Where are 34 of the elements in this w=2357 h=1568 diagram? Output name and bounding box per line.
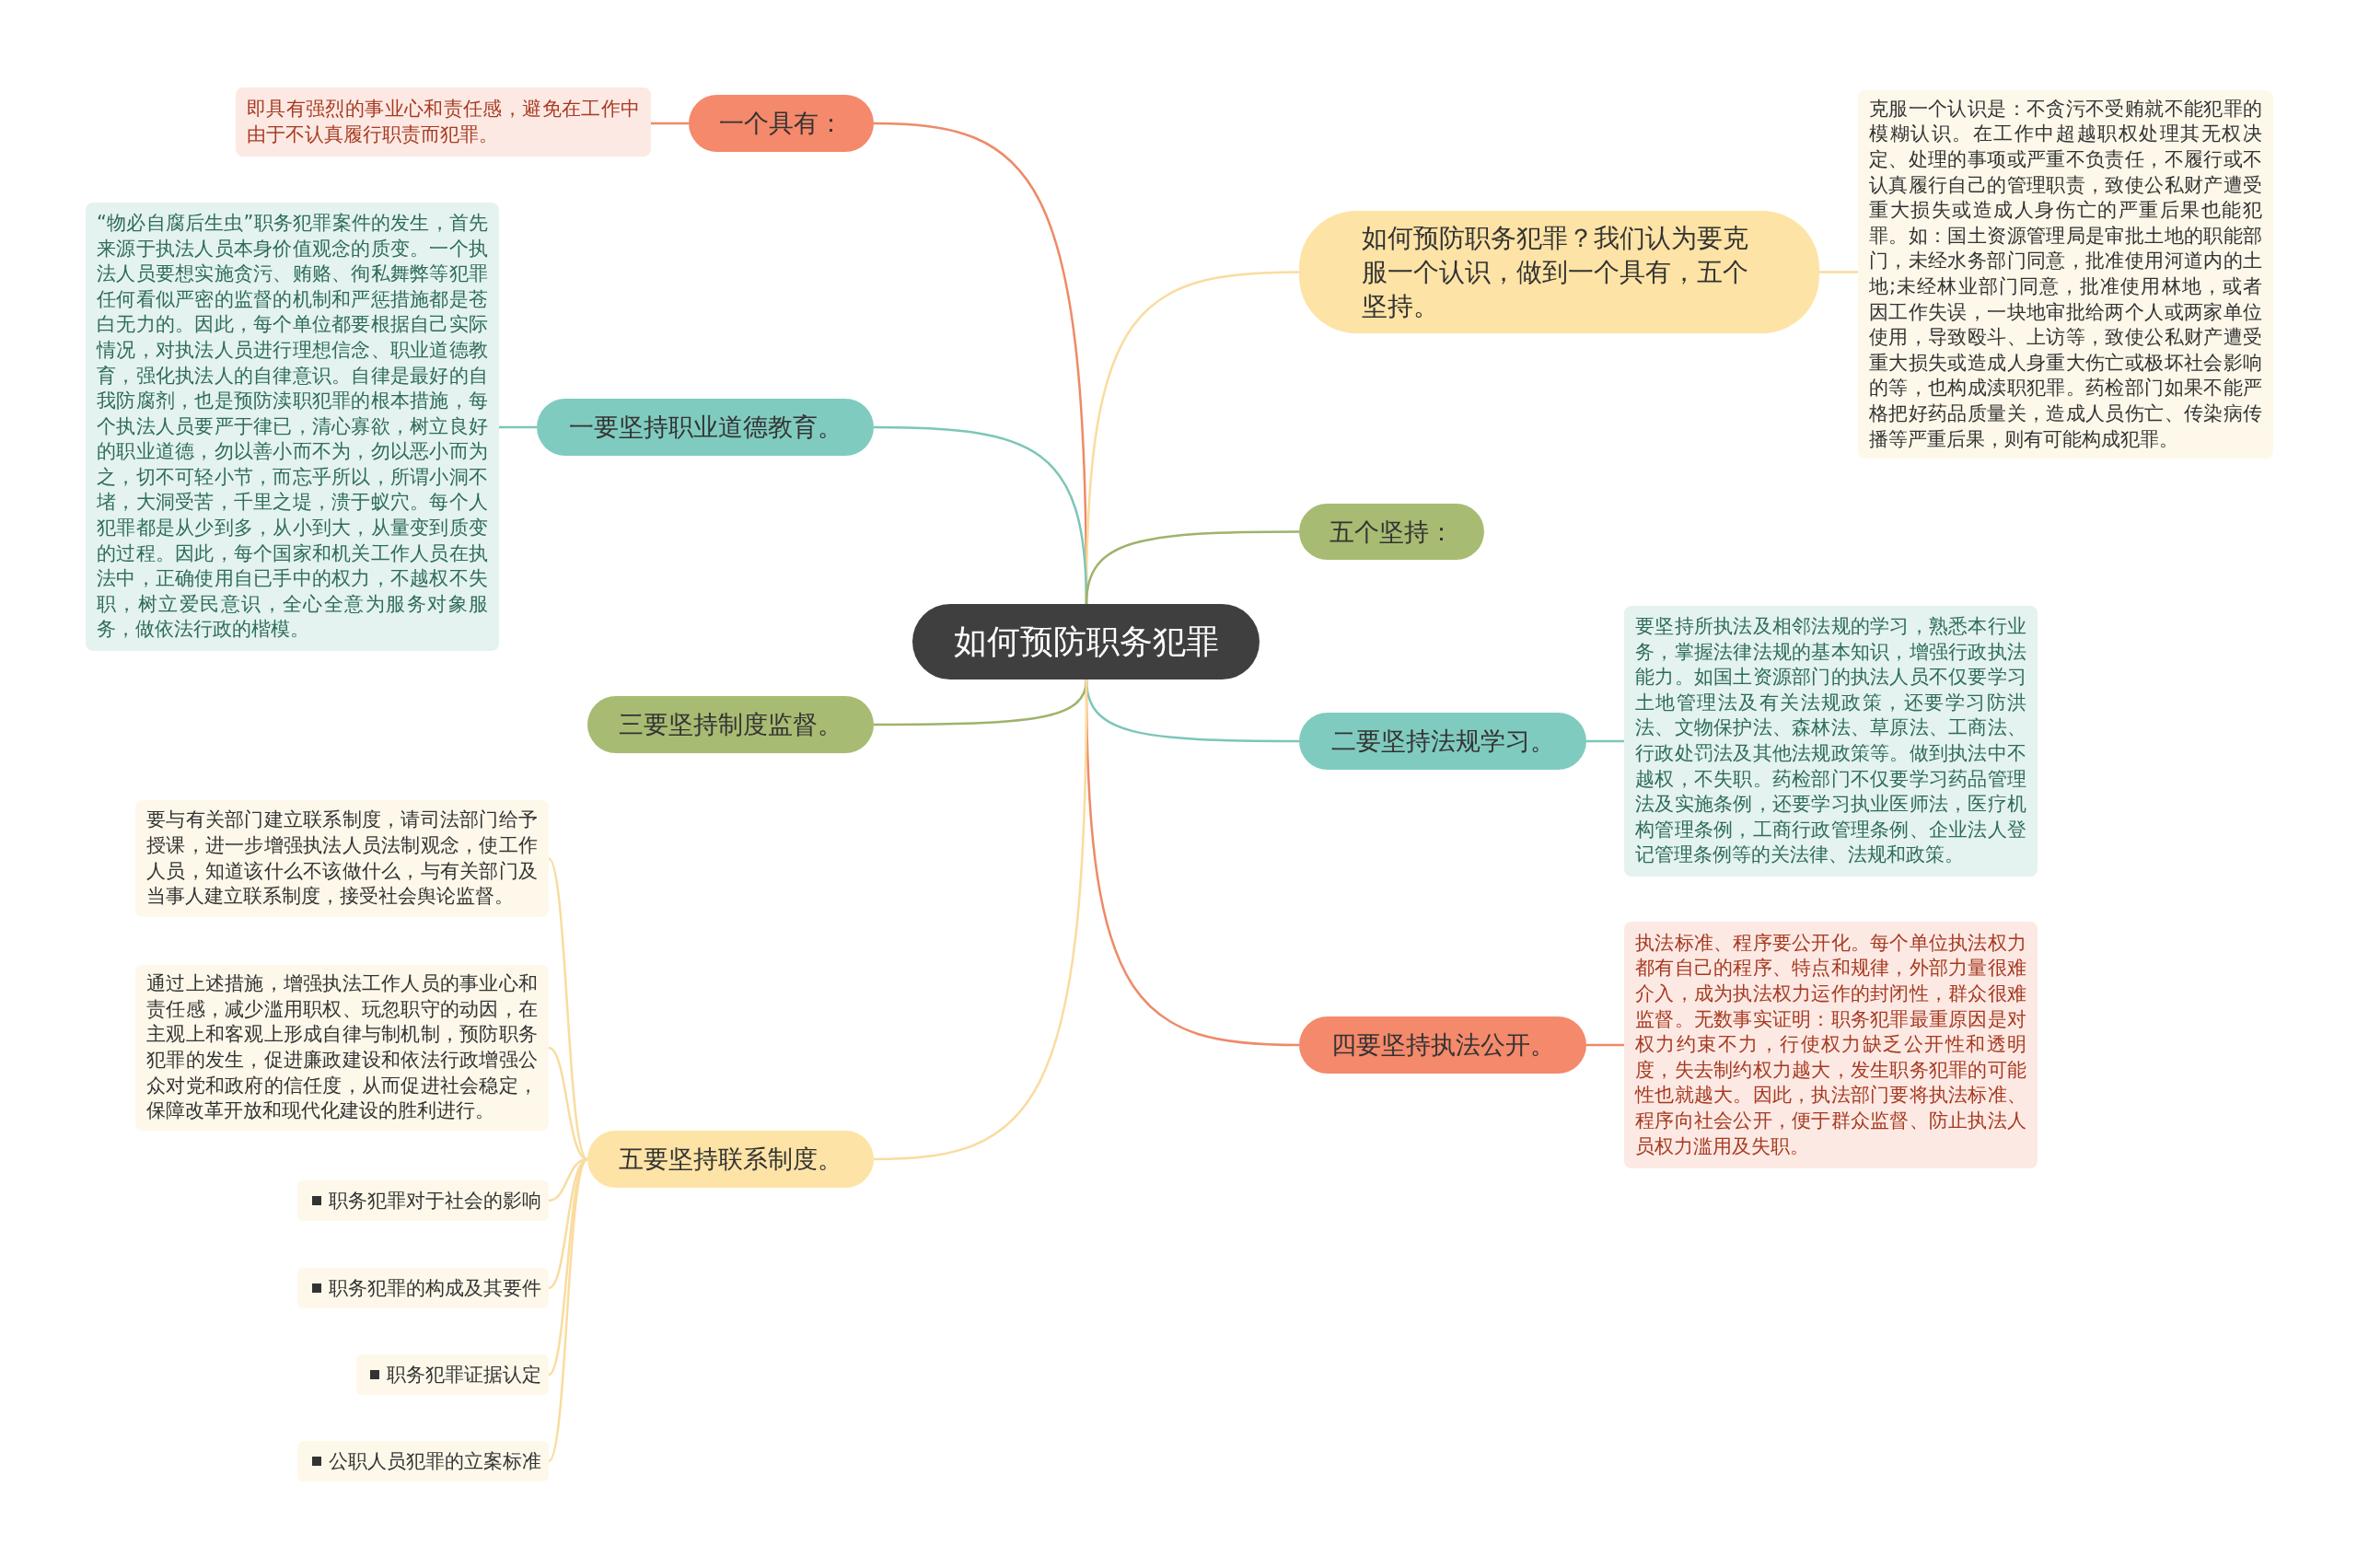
list-item-box	[297, 1441, 549, 1481]
topic-box: 一要坚持职业道德教育。	[537, 399, 874, 456]
topic-box: 一个具有：	[689, 95, 874, 152]
connector-line	[874, 679, 1088, 726]
connector-line	[499, 425, 537, 429]
central-topic: 如何预防职务犯罪	[912, 604, 1260, 679]
connector-line	[1586, 1043, 1624, 1047]
note-box: 克服一个认识是：不贪污不受贿就不能犯罪的模糊认识。在工作中超越职权处理其无权决定、处理的事项或严重不负责任，不履行或不认真履行自己的管理职责，致使公私财产遭受重大损失或造成人身伤亡的严重后果也能犯罪。如：国土资源管理局是审批土地的职能部门，未经水务部门同意，批准使用河道内的土地;未经林业部门同意，批准使用林地，或者因工作失误，一块地审批给两个人或两家单位使用，导致殴斗、上访等，致使公私财产遭受重大损失或造成人身重大伤亡或极坏社会影响的等，也构成渎职犯罪。药检部门如果不能严格把好药品质量关，造成人员伤亡、传染病传播等严重后果，则有可能构成犯罪。	[1858, 90, 2273, 459]
note-box: 执法标准、程序要公开化。每个单位执法权力都有自己的程序、特点和规律，外部力量很难介入，成为执法权力运作的封闭性，群众很难监督。无数事实证明：职务犯罪最重原因是对权力约束不力，行使权力缺乏公开性和透明度，失去制约权力越大，发生职务犯罪的可能性也就越大。因此，执法部门要将执法标准、程序向社会公开，便于群众监督、防止执法人员权力滥用及失职。	[1624, 922, 2038, 1168]
list-item-text: 职务犯罪的构成及其要件	[329, 1276, 541, 1301]
list-item-box	[356, 1354, 549, 1395]
list-item-text: 职务犯罪证据认定	[387, 1363, 541, 1388]
note-box: 要坚持所执法及相邻法规的学习，熟悉本行业务，掌握法律法规的基本知识，增强行政执法能力。如国土资源部门的执法人员不仅要学习土地管理法及有关法规政策，还要学习防洪法、文物保护法、森林法、草原法、工商法、行政处罚法及其他法规政策等。做到执法中不越权，不失职。药检部门不仅要学习药品管理法及实施条例，还要学习执业医师法，医疗机构管理条例，工商行政管理条例、企业法人登记管理条例等的关法律、法规和政策。	[1624, 606, 2038, 877]
list-item-box	[297, 1180, 549, 1221]
connector-line	[873, 679, 1088, 1161]
connector-line	[1085, 530, 1299, 605]
note-box: 即具有强烈的事业心和责任感，避免在工作中由于不认真履行职责而犯罪。	[236, 87, 651, 157]
list-item-text: 职务犯罪对于社会的影响	[329, 1189, 541, 1214]
list-item-text: 公职人员犯罪的立案标准	[329, 1449, 541, 1474]
note-box: 要与有关部门建立联系制度，请司法部门给予授课，进一步增强执法人员法制观念，使工作人员，知道该什么不该做什么，与有关部门及当事人建立联系制度，接受社会舆论监督。	[135, 800, 549, 917]
topic-box: 五个坚持：	[1299, 504, 1484, 560]
list-item-box	[297, 1268, 549, 1308]
topic-box: 如何预防职务犯罪？我们认为要克服一个认识，做到一个具有，五个坚持。	[1299, 211, 1819, 333]
connector-line	[548, 857, 588, 1160]
topic-box: 五要坚持联系制度。	[587, 1131, 874, 1188]
topic-box: 二要坚持法规学习。	[1299, 713, 1586, 770]
note-box: “物必自腐后生虫”职务犯罪案件的发生，首先来源于执法人员本身价值观念的质变。一个执法人员要想实施贪污、贿赂、徇私舞弊等犯罪任何看似严密的监督的机制和严惩措施都是苍白无力的。因此，每个单位都要根据自己实际情况，对执法人员进行理想信念、职业道德教育，强化执法人的自律意识。自律是最好的自我防腐剂，也是预防渎职犯罪的根本措施，每个执法人员要严于律已，清心寡欲，树立良好的职业道德，勿以善小而不为，勿以恶小而为之，切不可轻小节，而忘乎所以，所谓小洞不堵，大洞受苦，千里之堤，溃于蚁穴。每个人犯罪都是从少到多，从小到大，从量变到质变的过程。因此，每个国家和机关工作人员在执法中，正确使用自已手中的权力，不越权不失职，树立爱民意识，全心全意为服务对象服务，做依法行政的楷模。	[86, 203, 499, 651]
connector-line	[651, 122, 689, 125]
topic-box: 四要坚持执法公开。	[1299, 1016, 1586, 1074]
note-box: 通过上述措施，增强执法工作人员的事业心和责任感，减少滥用职权、玩忽职守的动因，在主观上和客观上形成自律与制机制，预防职务犯罪的发生，促进廉政建设和依法行政增强公众对党和政府的信任度，从而促进社会稳定，保障改革开放和现代化建设的胜利进行。	[135, 965, 549, 1131]
connector-line	[548, 1158, 588, 1462]
connector-line	[1586, 739, 1624, 743]
connector-line	[1819, 271, 1858, 273]
topic-box: 三要坚持制度监督。	[587, 696, 874, 753]
